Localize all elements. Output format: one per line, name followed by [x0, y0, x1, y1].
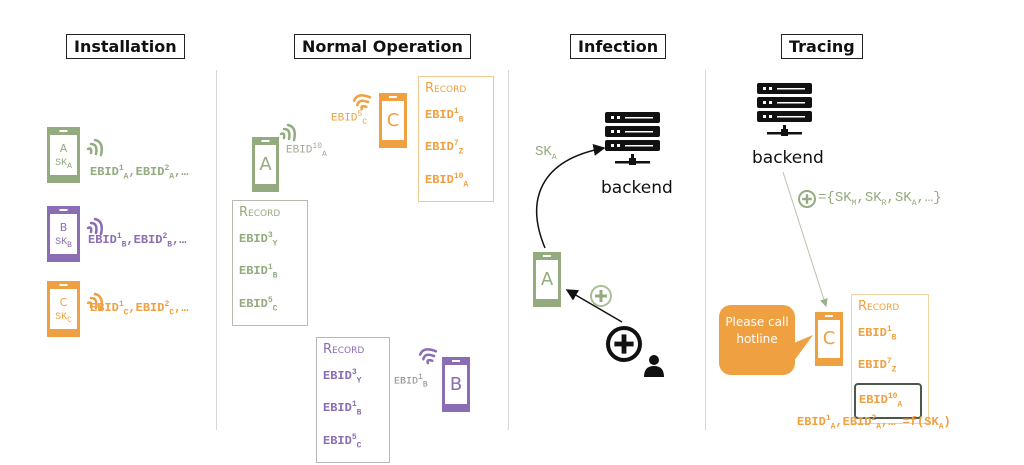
section-title-normal-operation: Normal Operation — [294, 34, 471, 59]
broadcast-label-a: EBID10A — [286, 142, 327, 159]
signal-waves-icon — [86, 138, 103, 157]
record-entry-highlighted: EBID10A — [854, 382, 922, 420]
upload-arrow — [536, 144, 606, 249]
divider — [508, 70, 509, 430]
server-icon — [757, 83, 812, 136]
record-a: Record EBID3Y EBID1B EBID5C — [232, 200, 308, 327]
divider — [216, 70, 217, 430]
person-icon — [644, 355, 664, 377]
uploaded-key-label: SKA — [535, 144, 557, 162]
record-c: Record EBID1B EBID7Z EBID10A — [418, 76, 494, 203]
diagnosis-plus-icon — [606, 326, 642, 362]
backend-label: backend — [601, 178, 673, 198]
signal-waves-icon — [86, 292, 103, 311]
signal-waves-icon — [418, 348, 438, 365]
record-header: Record — [425, 81, 467, 96]
server-icon — [605, 112, 660, 165]
record-entry: EBID1B — [425, 107, 464, 125]
phone-letter: C — [386, 110, 400, 131]
download-arrow — [782, 171, 828, 307]
backend-label: backend — [752, 148, 824, 168]
signal-waves-icon — [352, 94, 372, 111]
section-title-installation: Installation — [66, 34, 185, 59]
phone-icon-c — [815, 312, 843, 366]
record-entry: EBID1B — [323, 400, 362, 418]
broadcast-label-b: EBID1B — [394, 373, 428, 390]
record-entry: EBID1B — [239, 263, 278, 281]
phone-icon-a — [47, 127, 80, 183]
record-c-tracing: Record EBID1B EBID7Z EBID10A — [851, 294, 929, 425]
phone-icon-b — [442, 357, 470, 412]
ebid-list-b: EBID1B,EBID2B,… — [88, 232, 187, 250]
phone-letter: C — [822, 328, 836, 349]
infected-keys-set: ={SKM,SKR,SKA,…} — [818, 190, 942, 208]
record-entry: EBID3Y — [323, 368, 362, 386]
section-title-tracing: Tracing — [781, 34, 863, 59]
record-entry: EBID7Z — [425, 139, 464, 157]
positive-test-icon — [590, 285, 612, 307]
record-b: Record EBID3Y EBID1B EBID5C — [316, 337, 390, 464]
record-header: Record — [239, 205, 281, 220]
phone-letter: A — [540, 269, 554, 290]
bubble-text: Please call hotline — [725, 315, 789, 346]
record-header: Record — [858, 299, 900, 314]
record-entry: EBID1B — [858, 325, 897, 343]
ebid-derivation-formula: EBID1A,EBID2A,… =f(SKA) — [797, 414, 951, 432]
phone-letter: A — [259, 154, 272, 175]
record-entry: EBID10A — [425, 171, 469, 190]
phone-letter: B — [449, 374, 463, 395]
broadcast-label-c: EBID5C — [331, 110, 368, 127]
signal-waves-icon — [86, 217, 103, 236]
signal-waves-icon — [279, 123, 296, 142]
divider — [705, 70, 706, 430]
record-entry: EBID7Z — [858, 357, 897, 375]
phone-icon-c — [379, 93, 407, 148]
record-entry: EBID5C — [323, 432, 362, 451]
phone-icon-a — [252, 137, 279, 192]
speech-bubble — [719, 305, 813, 375]
infected-set-icon — [798, 190, 816, 208]
record-entry: EBID3Y — [239, 231, 278, 249]
phone-icon-c — [47, 281, 80, 337]
ebid-list-a: EBID1A,EBID2A,… — [90, 164, 189, 182]
section-title-infection: Infection — [570, 34, 667, 59]
phone-icon-a — [533, 252, 561, 307]
record-entry: EBID5C — [239, 295, 278, 314]
record-header: Record — [323, 342, 365, 357]
phone-icon-b — [47, 206, 80, 262]
diagnosis-arrow — [565, 289, 623, 323]
